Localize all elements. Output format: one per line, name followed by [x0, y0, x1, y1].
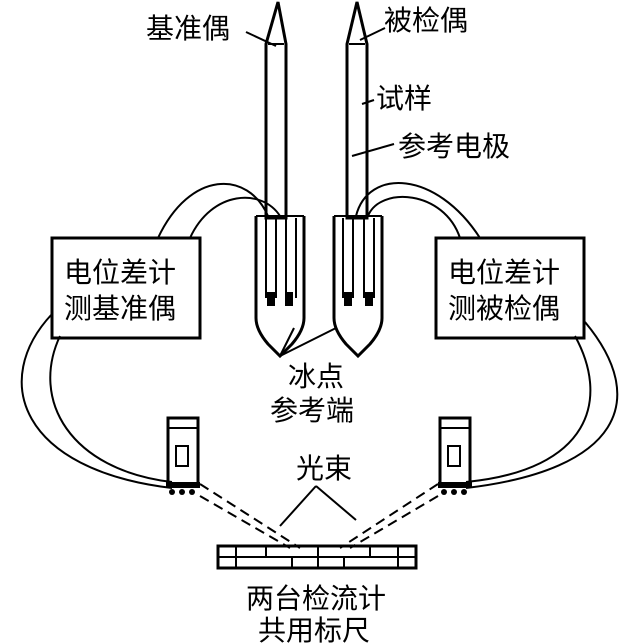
right-potentiometer-box: [434, 236, 586, 340]
sample-label: 试样: [376, 82, 432, 115]
ice-point-line1: 冰点: [288, 360, 344, 393]
right-potentiometer-line1: 电位差计: [448, 256, 560, 289]
shared-scale: [216, 544, 418, 570]
left-potentiometer-line2: 测基准偶: [64, 292, 176, 325]
connection-wires: [20, 182, 619, 489]
label-leaders: [245, 27, 395, 527]
left-ice-tube: [254, 215, 306, 359]
left-potentiometer-box: [50, 236, 202, 340]
shared-scale-line2: 共用标尺: [258, 614, 370, 644]
left-galvanometer: [166, 416, 200, 495]
test-couple-probe: [345, 1, 369, 220]
light-beams: [199, 483, 439, 549]
reference-couple-label: 基准偶: [146, 12, 230, 45]
reference-couple-probe: [264, 1, 288, 220]
right-galvanometer: [438, 416, 472, 495]
light-beam-label: 光束: [296, 452, 352, 485]
ice-point-line2: 参考端: [270, 394, 354, 427]
right-ice-tube: [332, 215, 384, 359]
left-potentiometer-line1: 电位差计: [64, 256, 176, 289]
shared-scale-line1: 两台检流计: [246, 582, 386, 615]
reference-electrode-label: 参考电极: [398, 130, 510, 163]
test-couple-label: 被检偶: [384, 4, 468, 37]
right-potentiometer-line2: 测被检偶: [448, 292, 560, 325]
